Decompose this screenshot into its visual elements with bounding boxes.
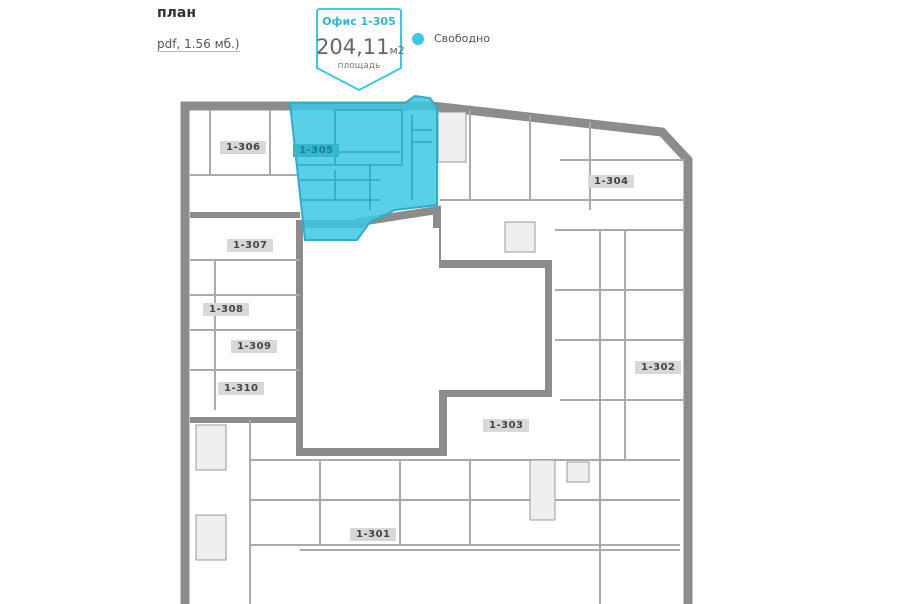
- pdf-download-link[interactable]: pdf, 1.56 мб.): [157, 37, 240, 52]
- area-unit: м2: [389, 44, 405, 57]
- area-value: 204,11: [316, 35, 390, 59]
- status-dot-icon: [412, 32, 424, 45]
- tooltip-shape: [316, 8, 402, 92]
- office-tooltip: Офис 1-305 204,11м2 площадь: [316, 8, 405, 92]
- room-label-1-303[interactable]: 1-303: [483, 419, 530, 432]
- tooltip-area-label: площадь: [337, 61, 381, 71]
- plan-heading: план: [157, 5, 197, 21]
- tooltip-title: Офис 1-305: [322, 15, 396, 28]
- room-label-1-301[interactable]: 1-301: [350, 528, 397, 541]
- room-label-1-302[interactable]: 1-302: [635, 361, 682, 374]
- tooltip-area: 204,11м2: [316, 35, 405, 59]
- room-label-1-305[interactable]: 1-305: [293, 144, 340, 157]
- status-indicator: Свободно: [412, 32, 490, 45]
- room-label-1-307[interactable]: 1-307: [227, 239, 274, 252]
- room-label-1-308[interactable]: 1-308: [203, 303, 250, 316]
- status-label: Свободно: [434, 32, 490, 45]
- room-label-1-306[interactable]: 1-306: [220, 141, 267, 154]
- interior-walls: [190, 110, 685, 604]
- office-1-305-highlight[interactable]: [288, 94, 438, 241]
- outer-walls: [180, 101, 693, 604]
- stairs: [195, 111, 590, 561]
- room-label-1-304[interactable]: 1-304: [588, 175, 635, 188]
- room-label-1-309[interactable]: 1-309: [231, 340, 278, 353]
- room-label-1-310[interactable]: 1-310: [218, 382, 265, 395]
